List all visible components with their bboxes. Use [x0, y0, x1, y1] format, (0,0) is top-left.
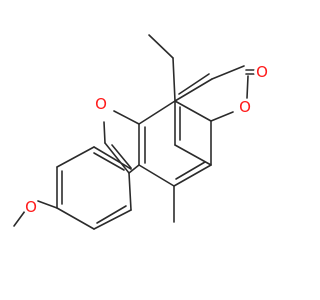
- furan-ring: [103, 110, 140, 174]
- bond: [93, 209, 132, 230]
- bond: [13, 210, 26, 227]
- bond: [56, 207, 95, 230]
- label-background: [237, 99, 253, 115]
- pyranone-oxygen-label: O: [239, 98, 251, 116]
- bond: [37, 200, 58, 209]
- structure-svg: O O O O: [13, 34, 270, 230]
- bond: [172, 57, 176, 102]
- bond: [103, 121, 106, 144]
- molecule-diagram: O O O O: [13, 34, 270, 230]
- bond: [104, 142, 130, 174]
- bond: [138, 100, 176, 125]
- label-background: [23, 199, 39, 215]
- bond: [56, 146, 95, 168]
- bond: [210, 111, 234, 122]
- bond: [148, 34, 174, 59]
- methoxyphenyl-ring: [13, 146, 132, 230]
- bond: [128, 172, 132, 211]
- bond: [113, 110, 140, 125]
- label-background: [93, 96, 109, 112]
- bond: [128, 164, 140, 174]
- pyranone-ring: [174, 65, 260, 122]
- bond: [138, 164, 175, 187]
- bond: [246, 75, 249, 99]
- central-benzene-ring: [138, 34, 212, 223]
- bond: [111, 144, 132, 169]
- bond: [93, 152, 125, 171]
- bond: [178, 73, 210, 95]
- label-background: [254, 64, 270, 80]
- furan-oxygen-label: O: [95, 95, 107, 113]
- bond: [173, 164, 212, 187]
- methoxy-oxygen-label: O: [25, 198, 37, 216]
- bond: [175, 161, 206, 180]
- bond: [174, 100, 212, 122]
- atom-labels: O O O O: [23, 63, 270, 216]
- bond: [96, 205, 127, 224]
- bond: [174, 78, 213, 102]
- bond: [93, 146, 132, 170]
- bond: [211, 65, 245, 80]
- carbonyl-oxygen-label: O: [256, 63, 268, 81]
